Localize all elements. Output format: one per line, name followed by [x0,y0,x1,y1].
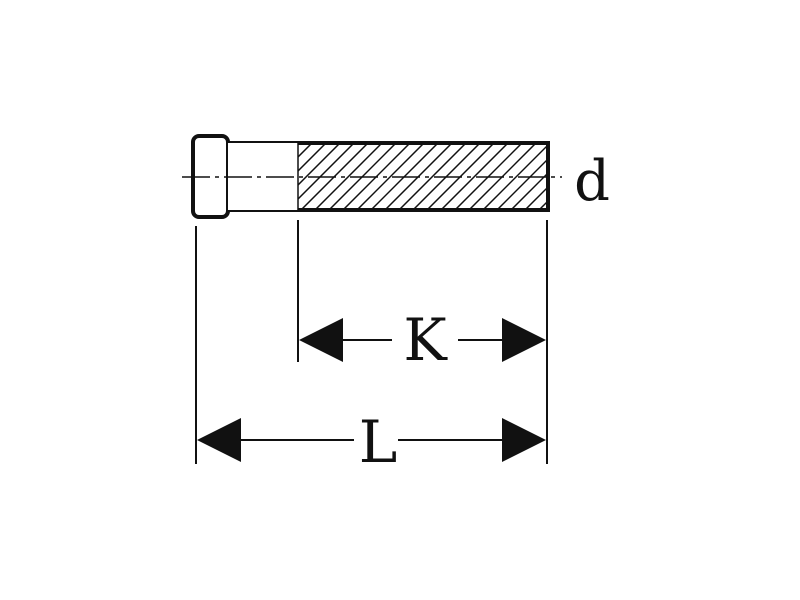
hatch-line [314,143,383,210]
hatch-line [524,185,548,210]
hatch-line [440,143,509,210]
hatch-line [482,143,548,210]
label-d: d [574,149,610,214]
dimension-k: K [299,306,546,374]
hatch-line [356,143,425,210]
hatch-line [398,143,467,210]
arrow-left-icon [299,318,343,362]
dimension-l: L [197,408,546,476]
label-k: K [403,306,448,374]
arrow-right-icon [502,318,546,362]
arrow-left-icon [197,418,241,462]
label-l: L [359,408,398,476]
arrow-right-icon [502,418,546,462]
